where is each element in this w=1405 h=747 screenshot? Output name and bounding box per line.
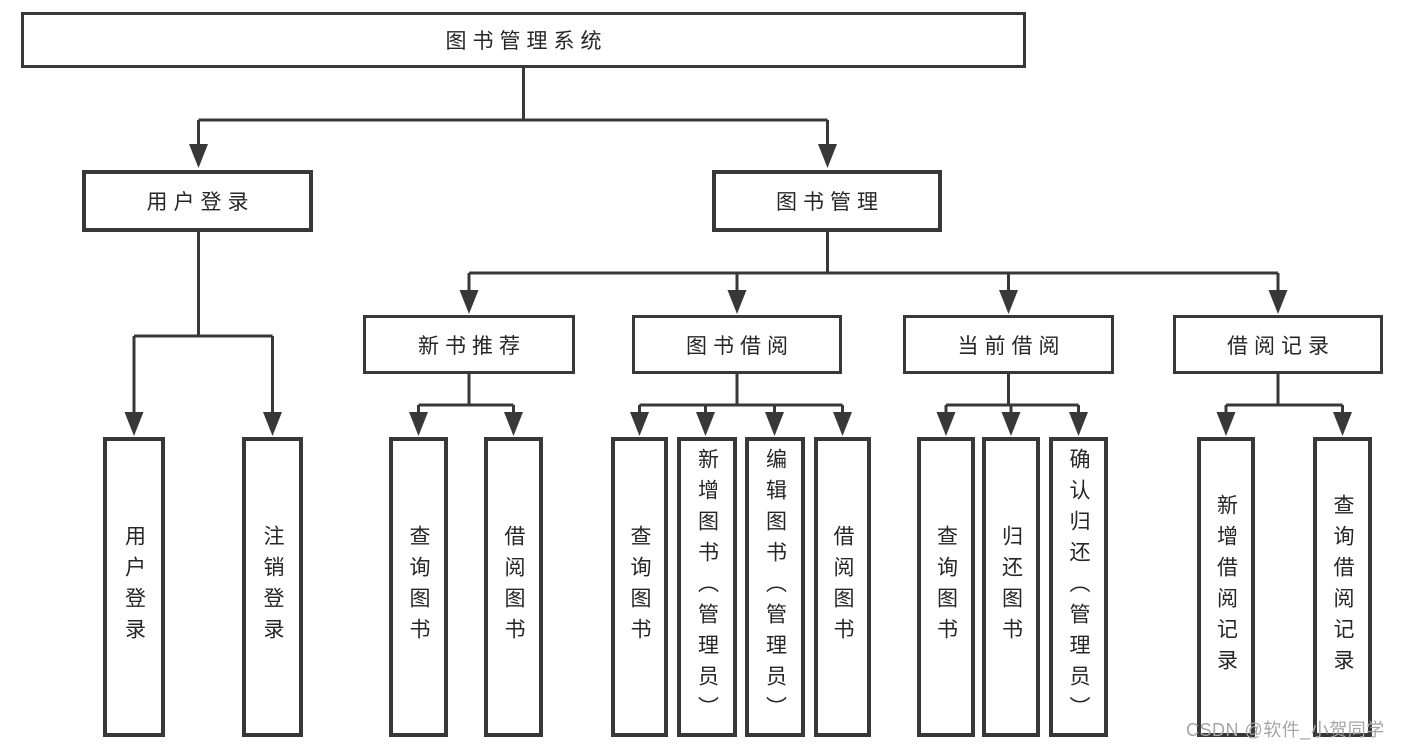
leaf-recommend-query-books: 查询图书	[389, 437, 448, 737]
node-borrow-records-label: 借阅记录	[1227, 334, 1335, 358]
leaf-add-borrow-record-label: 新增借阅记录	[1214, 494, 1238, 680]
arrowhead	[1268, 290, 1288, 314]
node-root: 图书管理系统	[21, 12, 1026, 68]
arrowhead	[765, 412, 784, 436]
node-book-management-label: 图书管理	[776, 191, 884, 214]
leaf-add-books-admin-label: 新增图书（管理员）	[695, 447, 719, 727]
arrowhead	[409, 412, 428, 436]
arrowhead	[818, 144, 837, 168]
arrowhead	[124, 412, 144, 436]
leaf-add-borrow-record: 新增借阅记录	[1197, 437, 1255, 737]
leaf-borrow-query-books: 查询图书	[611, 437, 668, 737]
leaf-recommend-borrow-books-label: 借阅图书	[502, 525, 525, 649]
leaf-query-borrow-record: 查询借阅记录	[1313, 437, 1372, 737]
node-user-login: 用户登录	[82, 170, 313, 232]
arrowhead	[727, 290, 747, 314]
connector-book-management-children	[459, 232, 1288, 314]
connector-borrow-records-children	[1216, 374, 1352, 436]
node-book-borrow: 图书借阅	[632, 315, 842, 374]
node-current-borrow: 当前借阅	[903, 315, 1114, 374]
arrowhead	[630, 412, 649, 436]
connector-current-borrow-children	[936, 374, 1088, 436]
connector-root-to-level2	[189, 68, 837, 168]
arrowhead	[459, 290, 479, 314]
arrowhead	[1069, 412, 1088, 436]
leaf-borrow-query-books-label: 查询图书	[628, 525, 651, 649]
leaf-confirm-return-admin: 确认归还（管理员）	[1049, 437, 1108, 737]
leaf-add-books-admin: 新增图书（管理员）	[677, 437, 737, 737]
node-book-borrow-label: 图书借阅	[686, 334, 794, 358]
leaf-user-login: 用户登录	[103, 437, 165, 737]
leaf-recommend-query-books-label: 查询图书	[407, 525, 430, 649]
connector-user-login-children	[124, 232, 282, 436]
arrowhead	[263, 412, 282, 436]
node-new-book-recommend-label: 新书推荐	[418, 334, 526, 358]
leaf-logout-label: 注销登录	[261, 525, 284, 649]
node-user-login-label: 用户登录	[146, 191, 255, 214]
leaf-return-books-label: 归还图书	[999, 525, 1023, 649]
node-current-borrow-label: 当前借阅	[957, 334, 1066, 358]
connector-new-book-children	[409, 374, 523, 436]
leaf-edit-books-admin: 编辑图书（管理员）	[745, 437, 805, 737]
arrowhead	[696, 412, 715, 436]
arrowhead	[189, 144, 208, 168]
arrowhead	[504, 412, 523, 436]
leaf-current-query-books: 查询图书	[917, 437, 975, 737]
leaf-query-borrow-record-label: 查询借阅记录	[1331, 494, 1354, 680]
leaf-recommend-borrow-books: 借阅图书	[484, 437, 543, 737]
csdn-watermark: CSDN @软件_小贺同学	[1186, 720, 1385, 740]
node-root-label: 图书管理系统	[445, 30, 608, 53]
leaf-edit-books-admin-label: 编辑图书（管理员）	[763, 447, 787, 727]
arrowhead	[999, 290, 1018, 314]
leaf-return-books: 归还图书	[982, 437, 1040, 737]
leaf-borrow-books: 借阅图书	[814, 437, 871, 737]
arrowhead	[936, 412, 956, 436]
arrowhead	[1216, 412, 1236, 436]
leaf-borrow-books-label: 借阅图书	[831, 525, 854, 649]
leaf-confirm-return-admin-label: 确认归还（管理员）	[1067, 447, 1090, 727]
connector-book-borrow-children	[630, 374, 852, 436]
arrowhead	[833, 412, 852, 436]
node-borrow-records: 借阅记录	[1173, 315, 1383, 374]
node-new-book-recommend: 新书推荐	[363, 315, 575, 374]
leaf-logout: 注销登录	[242, 437, 303, 737]
leaf-current-query-books-label: 查询图书	[934, 525, 958, 649]
node-book-management: 图书管理	[712, 170, 942, 232]
leaf-user-login-label: 用户登录	[122, 525, 146, 649]
arrowhead	[1333, 412, 1352, 436]
arrowhead	[1001, 412, 1021, 436]
